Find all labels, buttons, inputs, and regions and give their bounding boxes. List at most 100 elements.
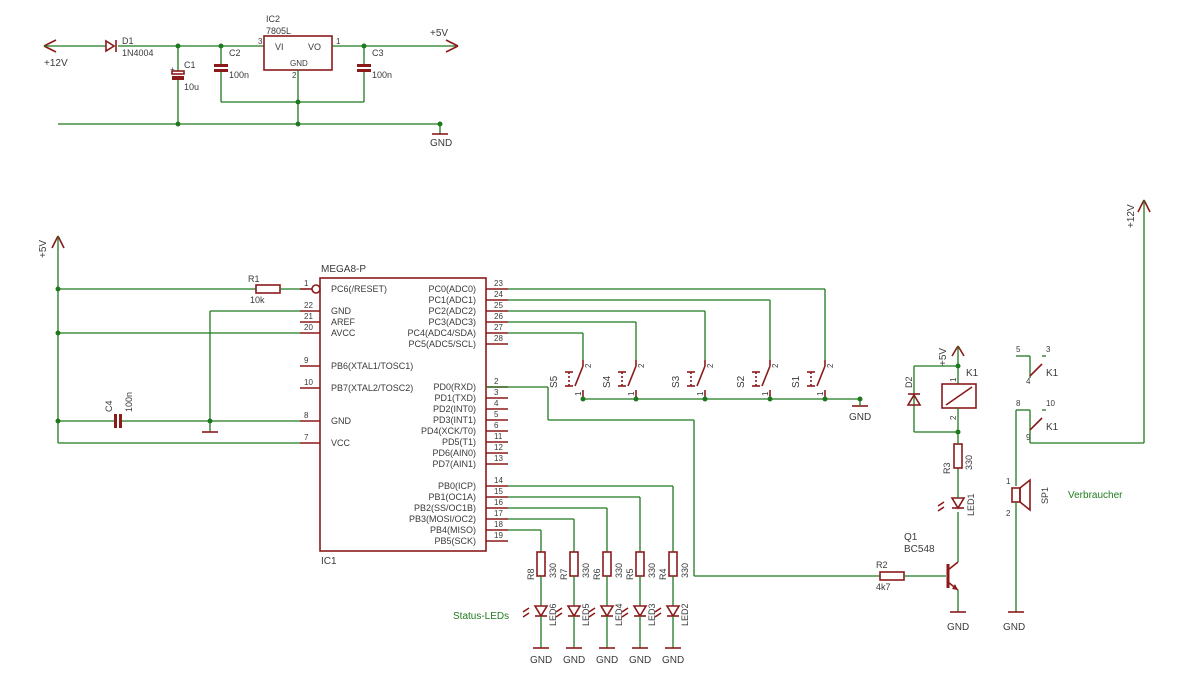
gnd-label: GND xyxy=(662,655,684,666)
mcu-pin-name: AREF xyxy=(331,317,356,327)
mcu-pin-number: 28 xyxy=(494,334,503,343)
c2-value: 100n xyxy=(229,70,249,80)
k1-pin-c2: 3 xyxy=(1046,345,1051,354)
mcu-pin-name: PD1(TXD) xyxy=(434,393,476,403)
mcu-pin-name: PD2(INT0) xyxy=(433,404,476,414)
mcu-pin-number: 5 xyxy=(494,410,499,419)
c2-name: C2 xyxy=(229,48,241,58)
k1-pin-b: 2 xyxy=(949,415,958,420)
capacitor-c2: C2 100n xyxy=(214,46,249,102)
relay-k1-contact-2: 8 10 9 K1 xyxy=(1016,399,1059,442)
switch-pin-1: 1 xyxy=(574,391,583,396)
switch-pin-2: 2 xyxy=(706,363,715,368)
switch-pin-2: 2 xyxy=(584,363,593,368)
resistor-value: 330 xyxy=(614,563,624,578)
mcu-left-pins: 1PC6(/RESET)22GND21AREF20AVCC9PB6(XTAL1/… xyxy=(300,279,413,448)
gnd-power-label: GND xyxy=(430,138,452,149)
gnd-label: GND xyxy=(596,655,618,666)
k1-coil-name: K1 xyxy=(966,368,979,379)
c4-value: 100n xyxy=(124,392,134,412)
k1-pin-c3: 4 xyxy=(1026,377,1031,386)
resistor-name: R7 xyxy=(559,568,569,580)
d1-value: 1N4004 xyxy=(122,48,154,58)
sp1-pin2: 2 xyxy=(1006,509,1011,518)
resistor-name: R4 xyxy=(658,568,668,580)
r3-name: R3 xyxy=(942,462,952,474)
capacitor-c1: + C1 10u xyxy=(170,46,199,124)
switch-name: S1 xyxy=(791,375,802,388)
switch-s2: 2 1 S2 xyxy=(508,299,780,402)
mcu-pin-name: PD5(T1) xyxy=(442,437,476,447)
mcu-pin-name: PD6(AIN0) xyxy=(432,448,476,458)
mcu-pin-number: 1 xyxy=(304,279,309,288)
ic2-pin-in: 3 xyxy=(258,37,263,46)
mcu-pin-number: 23 xyxy=(494,279,503,288)
resistor-r2: R2 4k7 xyxy=(876,560,905,592)
switch-pin-1: 1 xyxy=(696,391,705,396)
verbraucher-label: Verbraucher xyxy=(1068,490,1123,501)
mcu-pin-name: PC3(ADC3) xyxy=(428,317,476,327)
mcu-ic1: MEGA8-P IC1 1PC6(/RESET)22GND21AREF20AVC… xyxy=(300,264,508,567)
sp1-pin1: 1 xyxy=(1006,477,1011,486)
switch-name: S2 xyxy=(736,375,747,388)
c1-name: C1 xyxy=(184,60,196,70)
mcu-pin-number: 26 xyxy=(494,312,503,321)
r3-value: 330 xyxy=(964,455,974,470)
ic2-pin-out: 1 xyxy=(336,37,341,46)
q1-value: BC548 xyxy=(904,544,935,555)
switch-pin-2: 2 xyxy=(637,363,646,368)
gnd-q1-label: GND xyxy=(947,622,969,633)
mcu-pin-name: PC1(ADC1) xyxy=(428,295,476,305)
d2-name: D2 xyxy=(904,376,914,388)
resistor-value: 330 xyxy=(581,563,591,578)
switch-name: S4 xyxy=(602,375,613,388)
mcu-pin-number: 19 xyxy=(494,531,503,540)
mcu-pin-name: PB1(OC1A) xyxy=(428,492,476,502)
r1-name: R1 xyxy=(248,274,260,284)
resistor-r8 xyxy=(536,551,546,577)
mcu-pin-name: PD4(XCK/T0) xyxy=(421,426,476,436)
mcu-pin-number: 7 xyxy=(304,433,309,442)
relay-k1-coil: K1 1 2 xyxy=(941,368,979,420)
mcu-pin-number: 14 xyxy=(494,476,503,485)
resistor-name: R8 xyxy=(526,568,536,580)
mcu-pin-name: GND xyxy=(331,416,352,426)
k1-contact2-name: K1 xyxy=(1046,422,1059,433)
switch-pin-1: 1 xyxy=(627,391,636,396)
mcu-part: MEGA8-P xyxy=(321,264,366,275)
v12-input-label: +12V xyxy=(44,58,68,69)
r1-value: 10k xyxy=(250,295,265,305)
switch-s1: 2 1 S1 xyxy=(508,288,835,402)
mcu-pin-name: PC4(ADC4/SDA) xyxy=(407,328,476,338)
resistor-value: 330 xyxy=(647,563,657,578)
led-name: LED6 xyxy=(548,603,558,626)
switch-name: S3 xyxy=(671,375,682,388)
k1-pin-d2: 10 xyxy=(1046,399,1055,408)
mcu-pin-number: 6 xyxy=(494,421,499,430)
resistor-value: 330 xyxy=(680,563,690,578)
mcu-pin-number: 11 xyxy=(494,432,503,441)
gnd-label: GND xyxy=(530,655,552,666)
switch-pin-2: 2 xyxy=(771,363,780,368)
mcu-supply-section: +5V R1 10k C4 100n xyxy=(38,235,300,444)
mcu-pin-number: 24 xyxy=(494,290,503,299)
resistor-name: R6 xyxy=(592,568,602,580)
mcu-pin-name: PC6(/RESET) xyxy=(331,284,387,294)
ic2-pin-gnd: 2 xyxy=(292,71,297,80)
gnd-speaker-label: GND xyxy=(1003,622,1025,633)
status-leds-label: Status-LEDs xyxy=(453,611,509,622)
led1-name: LED1 xyxy=(966,493,976,516)
gnd-label: GND xyxy=(629,655,651,666)
resistor-r7 xyxy=(569,551,579,577)
speaker-sp1: 1 2 SP1 xyxy=(1006,477,1050,518)
switch-pin-2: 2 xyxy=(826,363,835,368)
mcu-pin-name: AVCC xyxy=(331,328,356,338)
resistor-value: 330 xyxy=(548,563,558,578)
ic2-name: IC2 xyxy=(266,14,280,24)
r2-value: 4k7 xyxy=(876,582,891,592)
led-name: LED3 xyxy=(647,603,657,626)
relay-k1-contact-1: 5 3 4 K1 xyxy=(1016,345,1059,386)
